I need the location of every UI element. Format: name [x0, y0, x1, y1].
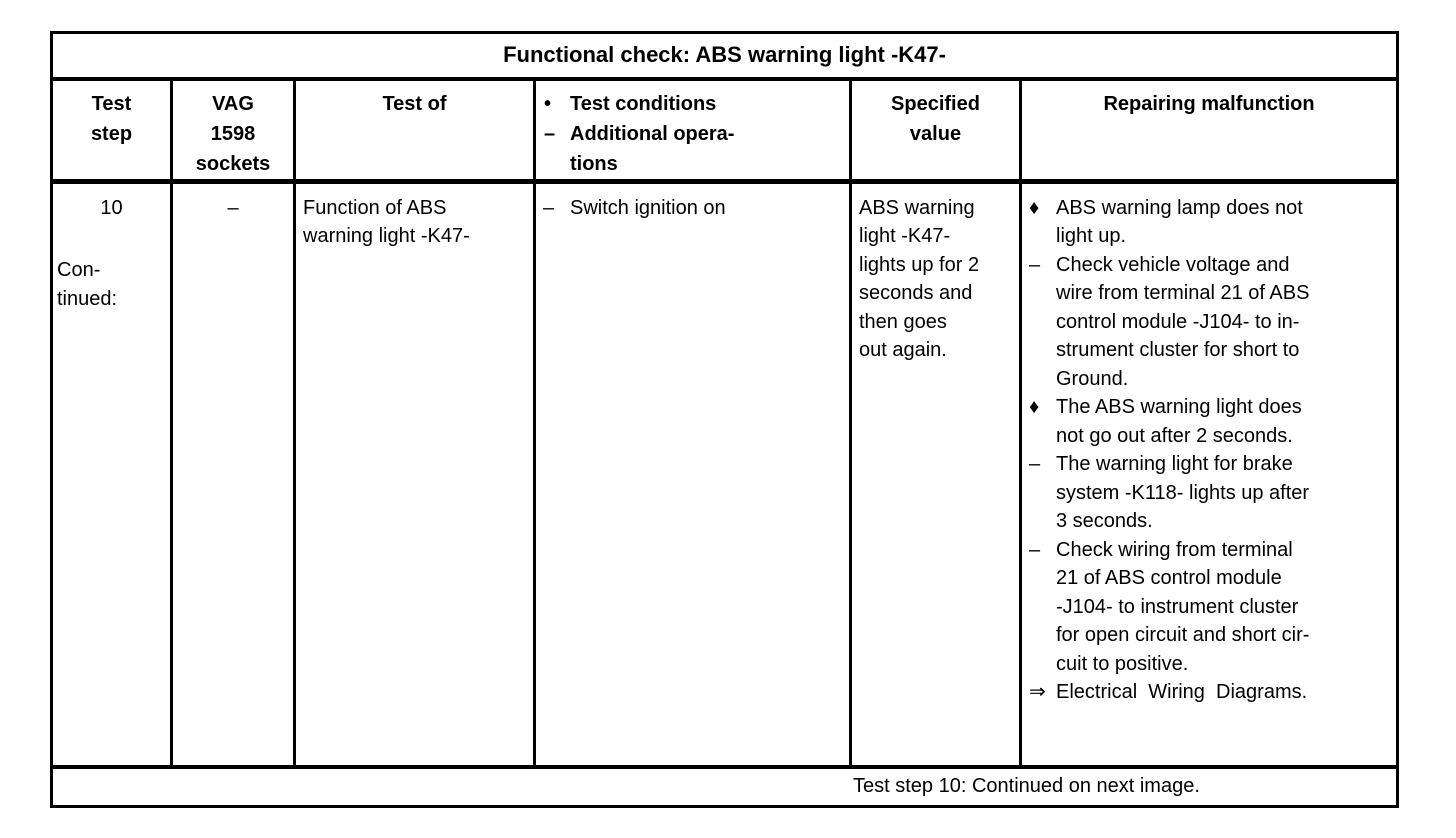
- title-row: Functional check: ABS warning light -K47…: [49, 31, 1400, 81]
- dash-marker: –: [543, 196, 555, 219]
- repair-item: – Check wiring from terminal 21 of ABS c…: [1029, 536, 1392, 679]
- specified-value-text: ABS warning light -K47- lights up for 2 …: [859, 196, 980, 362]
- col-header-vag-sockets-label: VAG 1598 sockets: [195, 92, 271, 175]
- repair-item-text: The ABS warning light does not go out af…: [1056, 396, 1302, 447]
- cell-specified-value: ABS warning light -K47- lights up for 2 …: [849, 179, 1022, 769]
- header-row: Test step VAG 1598 sockets Test of • Tes…: [50, 77, 1400, 184]
- functional-check-table: Functional check: ABS warning light -K47…: [49, 31, 1400, 808]
- cell-test-of: Function of ABS warning light -K47-: [293, 179, 536, 769]
- cell-test-conditions: – Switch ignition on: [533, 179, 852, 769]
- col-header-test-conditions: • Test conditions – Additional opera- ti…: [533, 77, 852, 184]
- dash-marker: –: [1029, 453, 1041, 475]
- diamond-marker: ♦: [1029, 196, 1040, 219]
- test-step-continued: Con- tinued:: [57, 259, 118, 310]
- header-condition-item: – Additional opera- tions: [544, 119, 845, 179]
- dash-marker: –: [544, 122, 556, 145]
- col-header-repairing-malfunction-label: Repairing malfunction: [1103, 92, 1315, 115]
- cell-repairing-malfunction: ♦ ABS warning lamp does not light up. – …: [1018, 179, 1400, 769]
- condition-text: Switch ignition on: [570, 196, 726, 219]
- col-header-test-step: Test step: [50, 77, 173, 184]
- dash-marker: –: [1029, 253, 1041, 276]
- dash-marker: –: [1029, 538, 1041, 561]
- table-title: Functional check: ABS warning light -K47…: [49, 31, 1400, 81]
- cell-vag-sockets: –: [170, 179, 296, 769]
- repair-item: ♦ The ABS warning light does not go out …: [1029, 393, 1392, 450]
- col-header-vag-sockets: VAG 1598 sockets: [170, 77, 296, 184]
- vag-sockets-value: –: [227, 196, 239, 219]
- footer-row: Test step 10: Continued on next image.: [49, 765, 1400, 808]
- double-arrow-icon: ⇒: [1029, 681, 1046, 703]
- repair-item: ♦ ABS warning lamp does not light up.: [1029, 194, 1392, 251]
- footer-note: Test step 10: Continued on next image.: [49, 765, 1400, 808]
- col-header-repairing-malfunction: Repairing malfunction: [1018, 77, 1400, 184]
- diamond-marker: ♦: [1029, 396, 1040, 418]
- repair-item-text: Electrical Wiring Diagrams.: [1056, 681, 1308, 703]
- header-condition-item: • Test conditions: [544, 89, 845, 119]
- cell-test-step: 10 Con- tinued:: [50, 179, 173, 769]
- repair-item: ⇒ Electrical Wiring Diagrams.: [1029, 678, 1392, 707]
- table-row: 10 Con- tinued: – Function of ABS warnin…: [50, 179, 1400, 769]
- repair-item: – The warning light for brake system -K1…: [1029, 450, 1392, 536]
- col-header-specified-value-label: Specified value: [891, 92, 980, 145]
- test-of-text: Function of ABS warning light -K47-: [303, 196, 470, 248]
- col-header-test-of-label: Test of: [382, 92, 447, 115]
- col-header-test-of: Test of: [293, 77, 536, 184]
- header-condition-text: Test conditions: [570, 92, 717, 115]
- test-step-number: 10: [100, 196, 123, 219]
- header-condition-text: Additional opera- tions: [570, 122, 735, 175]
- repair-item-text: ABS warning lamp does not light up.: [1056, 196, 1303, 248]
- repair-item: – Check vehicle voltage and wire from te…: [1029, 251, 1392, 394]
- repair-item-text: The warning light for brake system -K118…: [1056, 453, 1310, 532]
- repair-item-text: Check vehicle voltage and wire from term…: [1056, 253, 1310, 390]
- condition-item: – Switch ignition on: [543, 194, 845, 223]
- col-header-test-step-label: Test step: [90, 92, 133, 145]
- repair-item-text: Check wiring from terminal 21 of ABS con…: [1056, 538, 1310, 675]
- bullet-marker: •: [544, 92, 552, 115]
- col-header-specified-value: Specified value: [849, 77, 1022, 184]
